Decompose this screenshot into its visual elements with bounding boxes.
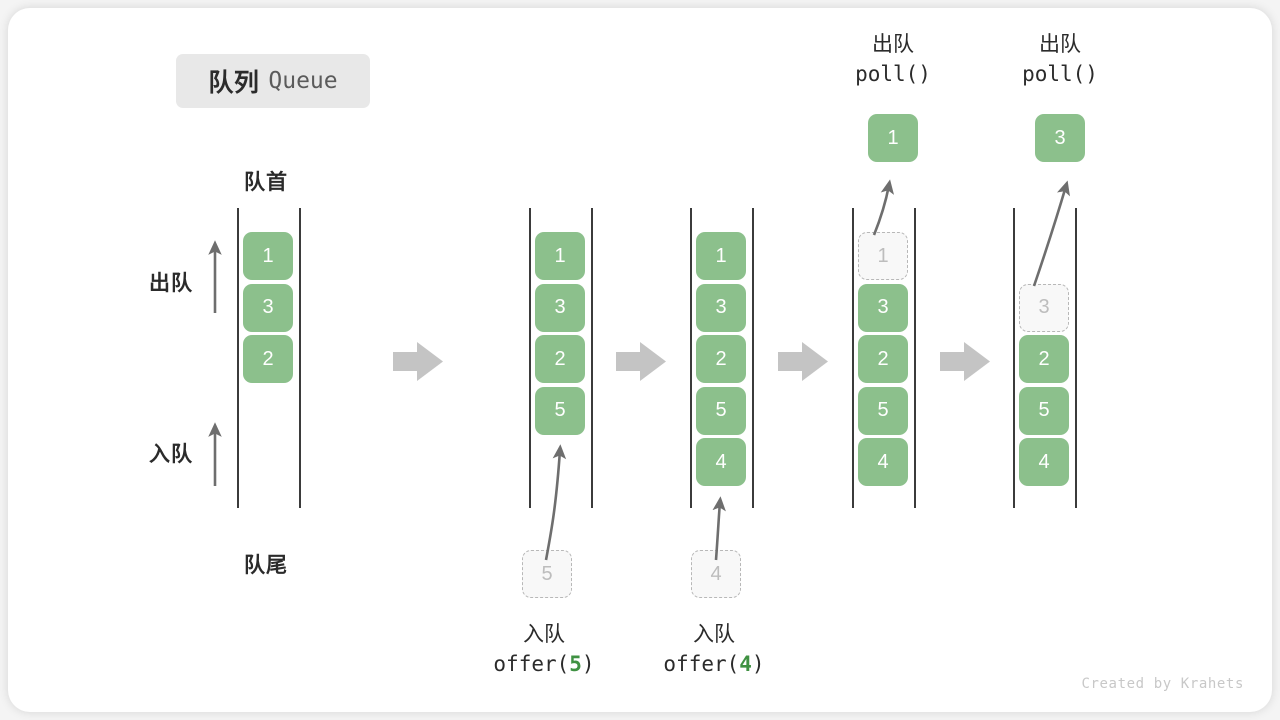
- operation-code: poll(): [855, 61, 931, 86]
- fn-open: offer(: [663, 651, 740, 676]
- step-arrow-2: [616, 342, 666, 381]
- queue-cell: 5: [696, 386, 746, 435]
- arrows-overlay: [208, 179, 1070, 561]
- queue-cell: 2: [696, 335, 746, 383]
- rail-left: [1013, 208, 1015, 508]
- queue-cell: 1: [696, 232, 746, 280]
- popped-element-1: 1: [868, 114, 918, 162]
- operation-code: poll(): [1022, 61, 1098, 86]
- rail-right: [914, 208, 916, 508]
- step-arrow-1: [393, 342, 443, 381]
- operation-label-cn: 入队: [523, 623, 565, 646]
- poll-arrow-3: [1032, 180, 1070, 287]
- incoming-element-ghost-5: 5: [522, 550, 572, 598]
- queue-cell: 5: [1019, 386, 1069, 435]
- popped-element-3: 3: [1035, 114, 1085, 162]
- fn-close: ): [581, 651, 595, 676]
- queue-cell-ghost: 3: [1019, 283, 1069, 332]
- rail-right: [591, 208, 593, 508]
- fn-arg: 5: [569, 651, 582, 676]
- rail-left: [529, 208, 531, 508]
- queue-cell: 3: [858, 283, 908, 332]
- operation-caption-offer-5: 入队 offer(5): [449, 620, 639, 680]
- queue-cell: 3: [696, 283, 746, 332]
- title-chip: 队列 Queue: [176, 54, 370, 108]
- footer-credit: Created by Krahets: [1081, 676, 1244, 692]
- diagram-card: 队列 Queue 队首 队尾 出队 入队 1 3 2 1 3 2 5: [8, 8, 1272, 712]
- incoming-element-ghost-4: 4: [691, 550, 741, 598]
- rail-left: [237, 208, 239, 508]
- fn-open: offer(: [493, 651, 570, 676]
- queue-cell: 4: [1019, 438, 1069, 486]
- queue-cell: 2: [1019, 335, 1069, 383]
- title-chip-en: Queue: [268, 68, 338, 94]
- queue-cell: 1: [535, 232, 585, 280]
- operation-code: offer(5): [449, 650, 639, 680]
- step-arrow-4: [940, 342, 990, 381]
- queue-cell: 5: [858, 386, 908, 435]
- operation-caption-offer-4: 入队 offer(4): [619, 620, 809, 680]
- queue-cell: 1: [243, 232, 293, 280]
- enqueue-arrow-5: [544, 444, 567, 561]
- title-chip-cn: 队列: [208, 69, 260, 97]
- operation-caption-poll-3: 出队 poll(): [965, 30, 1155, 90]
- operation-code: offer(4): [619, 650, 809, 680]
- queue-cell: 4: [858, 438, 908, 486]
- poll-arrow-1: [872, 179, 895, 236]
- rail-right: [1075, 208, 1077, 508]
- rail-right: [752, 208, 754, 508]
- queue-cell: 3: [535, 283, 585, 332]
- queue-cell: 2: [243, 335, 293, 383]
- queue-cell-ghost: 1: [858, 232, 908, 280]
- fn-close: ): [751, 651, 765, 676]
- operation-label-cn: 出队: [1039, 33, 1081, 56]
- operation-label-cn: 出队: [872, 33, 914, 56]
- queue-tail-label: 队尾: [244, 554, 288, 577]
- fn-arg: 4: [739, 651, 752, 676]
- rail-left: [852, 208, 854, 508]
- step-arrow-3: [778, 342, 828, 381]
- queue-cell: 5: [535, 386, 585, 435]
- queue-head-label: 队首: [244, 171, 288, 194]
- rail-right: [299, 208, 301, 508]
- enqueue-direction-label: 入队: [149, 443, 193, 466]
- queue-cell: 4: [696, 438, 746, 486]
- operation-label-cn: 入队: [693, 623, 735, 646]
- queue-cell: 2: [535, 335, 585, 383]
- rail-left: [690, 208, 692, 508]
- operation-caption-poll-1: 出队 poll(): [798, 30, 988, 90]
- queue-cell: 3: [243, 283, 293, 332]
- queue-cell: 2: [858, 335, 908, 383]
- dequeue-direction-label: 出队: [149, 272, 193, 295]
